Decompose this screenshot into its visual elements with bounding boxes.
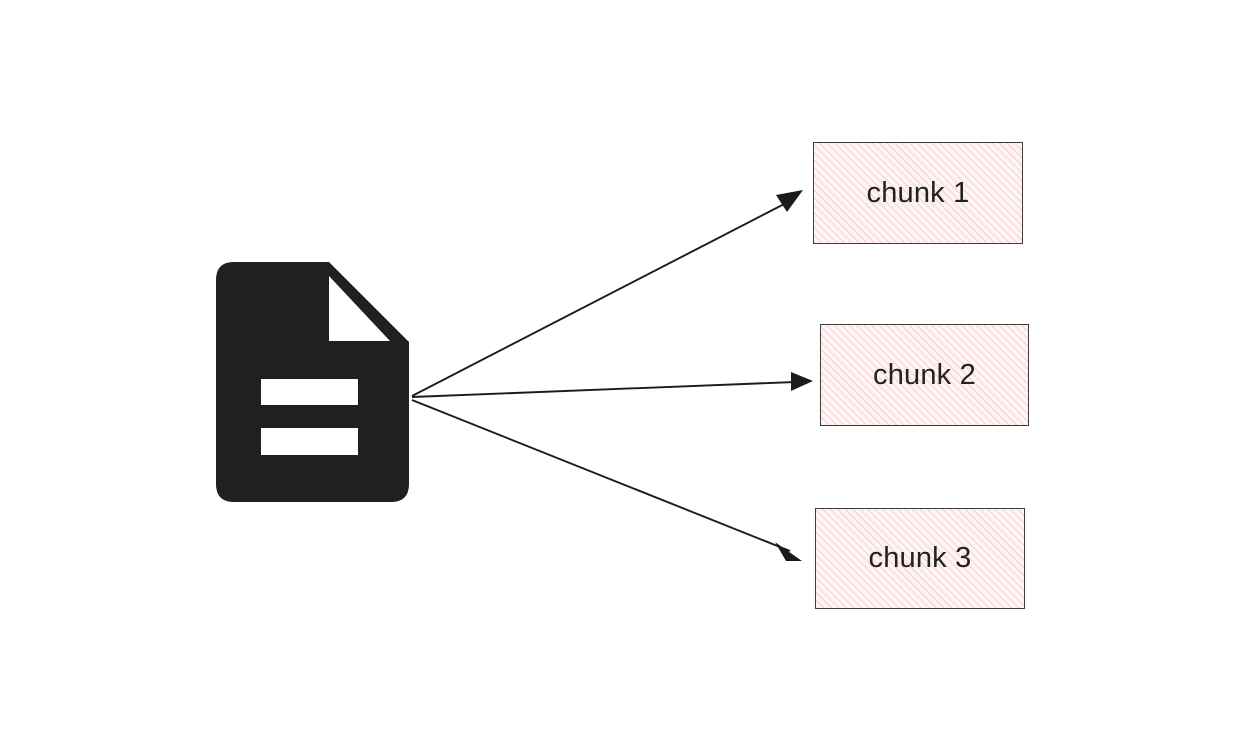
document-icon[interactable] bbox=[216, 262, 409, 502]
document-icon-text-bar-bottom bbox=[261, 428, 358, 455]
arrow-to-chunk-2 bbox=[411, 372, 813, 398]
chunk-box-2[interactable]: chunk 2 bbox=[820, 324, 1029, 426]
arrow-to-chunk-2-head bbox=[791, 372, 813, 391]
chunk-box-1-label: chunk 1 bbox=[866, 176, 970, 209]
document-icon-fold bbox=[329, 276, 390, 341]
arrow-to-chunk-3-line bbox=[411, 399, 791, 552]
arrow-to-chunk-3 bbox=[411, 399, 802, 561]
arrow-to-chunk-1 bbox=[411, 190, 803, 397]
arrow-to-chunk-1-line bbox=[411, 199, 793, 397]
arrow-to-chunk-1-head bbox=[776, 190, 803, 212]
arrow-to-chunk-3-head bbox=[775, 542, 802, 561]
document-icon-text-bar-top bbox=[261, 379, 358, 405]
chunk-box-1[interactable]: chunk 1 bbox=[813, 142, 1023, 244]
arrow-to-chunk-2-line bbox=[411, 381, 796, 398]
chunk-box-3-label: chunk 3 bbox=[868, 542, 972, 574]
chunk-box-2-label: chunk 2 bbox=[873, 358, 976, 391]
chunk-box-3[interactable]: chunk 3 bbox=[815, 508, 1025, 609]
